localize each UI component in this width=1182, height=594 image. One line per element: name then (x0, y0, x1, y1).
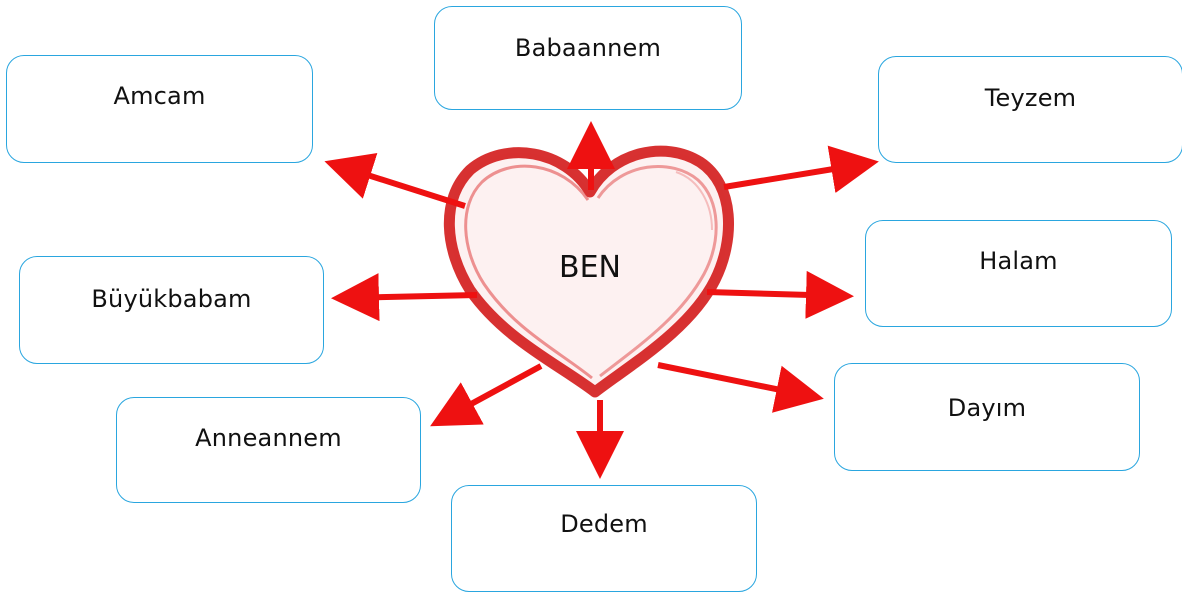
box-buyukbabam: Büyükbabam (19, 256, 324, 364)
box-halam: Halam (865, 220, 1172, 327)
label-anneannem: Anneannem (195, 424, 342, 452)
box-amcam: Amcam (6, 55, 313, 163)
arrow-amcam (324, 152, 466, 209)
arrows (324, 121, 879, 479)
label-babaannem: Babaannem (514, 34, 662, 62)
arrow-buyukbabam (331, 273, 478, 322)
box-babaannem: Babaannem (434, 6, 742, 110)
arrow-teyzem (723, 145, 879, 194)
box-anneannem: Anneannem (116, 397, 421, 503)
label-halam: Halam (979, 247, 1058, 275)
center-label-ben: BEN (559, 250, 621, 285)
label-amcam: Amcam (113, 82, 206, 110)
arrow-halam (706, 270, 854, 319)
label-dedem: Dedem (560, 510, 648, 538)
label-teyzem: Teyzem (984, 84, 1077, 112)
label-buyukbabam: Büyükbabam (91, 285, 252, 313)
box-dayim: Dayım (834, 363, 1140, 471)
arrow-anneannem (430, 363, 543, 427)
box-dedem: Dedem (451, 485, 757, 592)
heart-shape (443, 145, 734, 398)
arrow-dayim (657, 362, 824, 413)
label-dayim: Dayım (947, 394, 1027, 422)
box-teyzem: Teyzem (878, 56, 1182, 163)
